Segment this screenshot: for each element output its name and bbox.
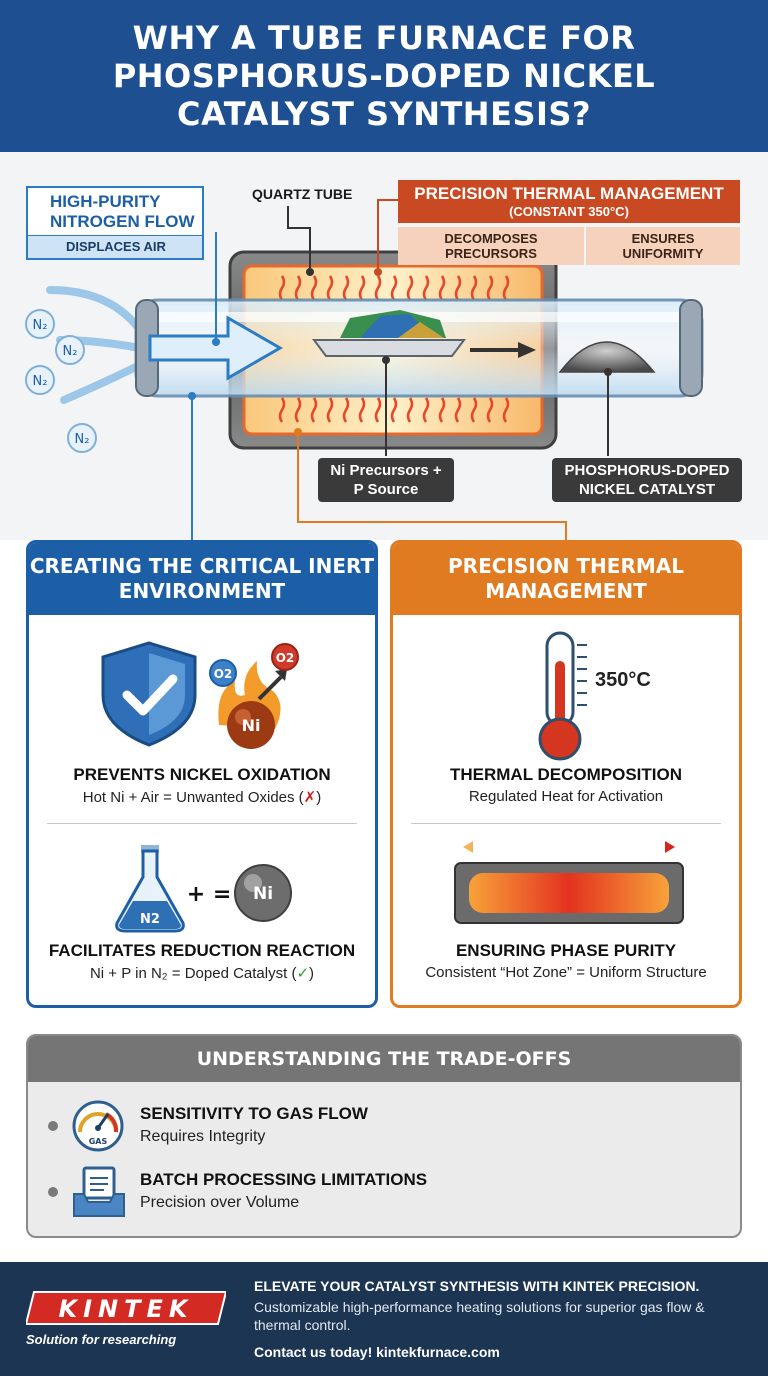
thermometer-icon (538, 631, 587, 761)
footer-body: Customizable high-performance heating so… (254, 1299, 705, 1333)
hot-zone-icon (454, 841, 684, 924)
n2-molecule-icons: N₂ N₂ N₂ N₂ (25, 309, 97, 453)
nitrogen-flow-callout: HIGH-PURITY NITROGEN FLOW DISPLACES AIR (26, 186, 204, 260)
inert-environment-panel: CREATING THE CRITICAL INERT ENVIRONMENT … (26, 540, 378, 1008)
batch-tray-icon (73, 1166, 125, 1217)
oxidation-icons: Ni O2 O2 (101, 641, 299, 749)
svg-text:O2: O2 (276, 651, 295, 665)
furnace-illustration: N₂ N₂ N₂ N₂ (25, 199, 704, 540)
flaming-nickel-icon: Ni (218, 661, 287, 749)
svg-text:N₂: N₂ (33, 318, 48, 333)
section-divider (47, 823, 357, 824)
logo-tagline: Solution for researching (26, 1332, 177, 1347)
svg-text:GAS: GAS (89, 1137, 108, 1146)
inert-panel-title: CREATING THE CRITICAL INERT ENVIRONMENT (29, 543, 375, 615)
thermal-decomposition-section: THERMAL DECOMPOSITION Regulated Heat for… (393, 765, 739, 805)
nitrogen-flow-title: HIGH-PURITY NITROGEN FLOW (50, 192, 195, 231)
thermal-decomposition-heading: THERMAL DECOMPOSITION (449, 765, 683, 784)
svg-text:Ni: Ni (253, 884, 273, 904)
thermal-callout-subtitle: (CONSTANT 350°C) (509, 204, 629, 219)
o2-molecule-icons: O2 O2 (209, 643, 299, 687)
gas-flow-arrow (148, 315, 284, 381)
svg-text:N2: N2 (140, 912, 160, 927)
ni-icon-label: Ni (242, 716, 261, 735)
sample-boat (312, 310, 466, 357)
check-mark-icon: ✓ (296, 965, 310, 982)
prevents-oxidation-desc: Hot Ni + Air = Unwanted Oxides (✗) (82, 789, 322, 806)
svg-text:O2: O2 (214, 667, 233, 681)
prevents-oxidation-heading: PREVENTS NICKEL OXIDATION (73, 765, 331, 784)
product-label: PHOSPHORUS-DOPED NICKEL CATALYST (552, 458, 742, 502)
kintek-logo: KINTEK Solution for researching (24, 1288, 228, 1347)
nickel-sphere-icon: Ni (234, 864, 292, 922)
contact-link[interactable]: Contact us today! kintekfurnace.com (254, 1344, 500, 1360)
catalyst-pile (558, 341, 656, 373)
svg-text:N₂: N₂ (75, 432, 90, 447)
prevents-oxidation-section: PREVENTS NICKEL OXIDATION Hot Ni + Air =… (29, 765, 375, 806)
tradeoff-title: SENSITIVITY TO GAS FLOW (140, 1104, 368, 1123)
svg-text:N₂: N₂ (63, 344, 78, 359)
thermal-management-callout: PRECISION THERMAL MANAGEMENT (CONSTANT 3… (398, 180, 740, 265)
nitrogen-flow-subtitle: DISPLACES AIR (28, 235, 202, 258)
svg-text:KINTEK: KINTEK (59, 1295, 194, 1323)
page-title: WHY A TUBE FURNACE FOR PHOSPHORUS-DOPED … (112, 19, 656, 133)
bullet-dot (48, 1187, 58, 1197)
ensures-uniformity-tag: ENSURES UNIFORMITY (586, 227, 740, 265)
thermal-callout-title: PRECISION THERMAL MANAGEMENT (414, 184, 724, 203)
quartz-tube-label: QUARTZ TUBE (252, 186, 353, 202)
shield-check-icon (101, 641, 197, 747)
svg-text:N₂: N₂ (33, 374, 48, 389)
thermal-decomposition-desc: Regulated Heat for Activation (468, 788, 664, 805)
decomposes-precursors-tag: DECOMPOSES PRECURSORS (398, 227, 584, 265)
thermal-management-panel: PRECISION THERMAL MANAGEMENT 350°C THERM… (390, 540, 742, 1008)
equation-symbols: + = (187, 882, 232, 907)
x-mark-icon: ✗ (303, 789, 317, 806)
kintek-logo-mark: KINTEK (24, 1291, 228, 1325)
thermal-panel-title: PRECISION THERMAL MANAGEMENT (393, 543, 739, 615)
flask-icon: N2 (115, 845, 185, 933)
reduction-icons: N2 + = Ni (115, 845, 292, 933)
tradeoffs-title: UNDERSTANDING THE TRADE-OFFS (28, 1036, 740, 1082)
footer-headline: ELEVATE YOUR CATALYST SYNTHESIS WITH KIN… (254, 1278, 700, 1294)
bullet-dot (48, 1121, 58, 1131)
tradeoff-desc: Precision over Volume (140, 1194, 300, 1211)
section-divider (411, 823, 721, 824)
precursor-label: Ni Precursors + P Source (318, 458, 454, 502)
tradeoffs-panel: UNDERSTANDING THE TRADE-OFFS GAS SENSITI… (26, 1034, 742, 1238)
leader-lines (188, 199, 612, 540)
footer-cta: ELEVATE YOUR CATALYST SYNTHESIS WITH KIN… (254, 1276, 754, 1362)
phase-purity-desc: Consistent “Hot Zone” = Uniform Structur… (425, 964, 707, 981)
temperature-readout: 350°C (595, 669, 651, 691)
reduction-reaction-desc: Ni + P in N₂ = Doped Catalyst (✓) (89, 965, 315, 982)
list-item: BATCH PROCESSING LIMITATIONS Precision o… (28, 1164, 740, 1220)
tradeoff-desc: Requires Integrity (140, 1128, 266, 1145)
phase-purity-heading: ENSURING PHASE PURITY (455, 941, 677, 960)
phase-purity-section: ENSURING PHASE PURITY Consistent “Hot Zo… (393, 941, 739, 981)
tradeoff-title: BATCH PROCESSING LIMITATIONS (140, 1170, 428, 1189)
footer: KINTEK Solution for researching ELEVATE … (0, 1262, 768, 1376)
heat-waves (278, 275, 510, 423)
gas-gauge-icon: GAS (72, 1100, 124, 1152)
reduction-reaction-heading: FACILITATES REDUCTION REACTION (48, 941, 356, 960)
list-item: GAS SENSITIVITY TO GAS FLOW Requires Int… (28, 1098, 740, 1154)
header-banner: WHY A TUBE FURNACE FOR PHOSPHORUS-DOPED … (0, 0, 768, 152)
reduction-reaction-section: FACILITATES REDUCTION REACTION Ni + P in… (29, 941, 375, 982)
